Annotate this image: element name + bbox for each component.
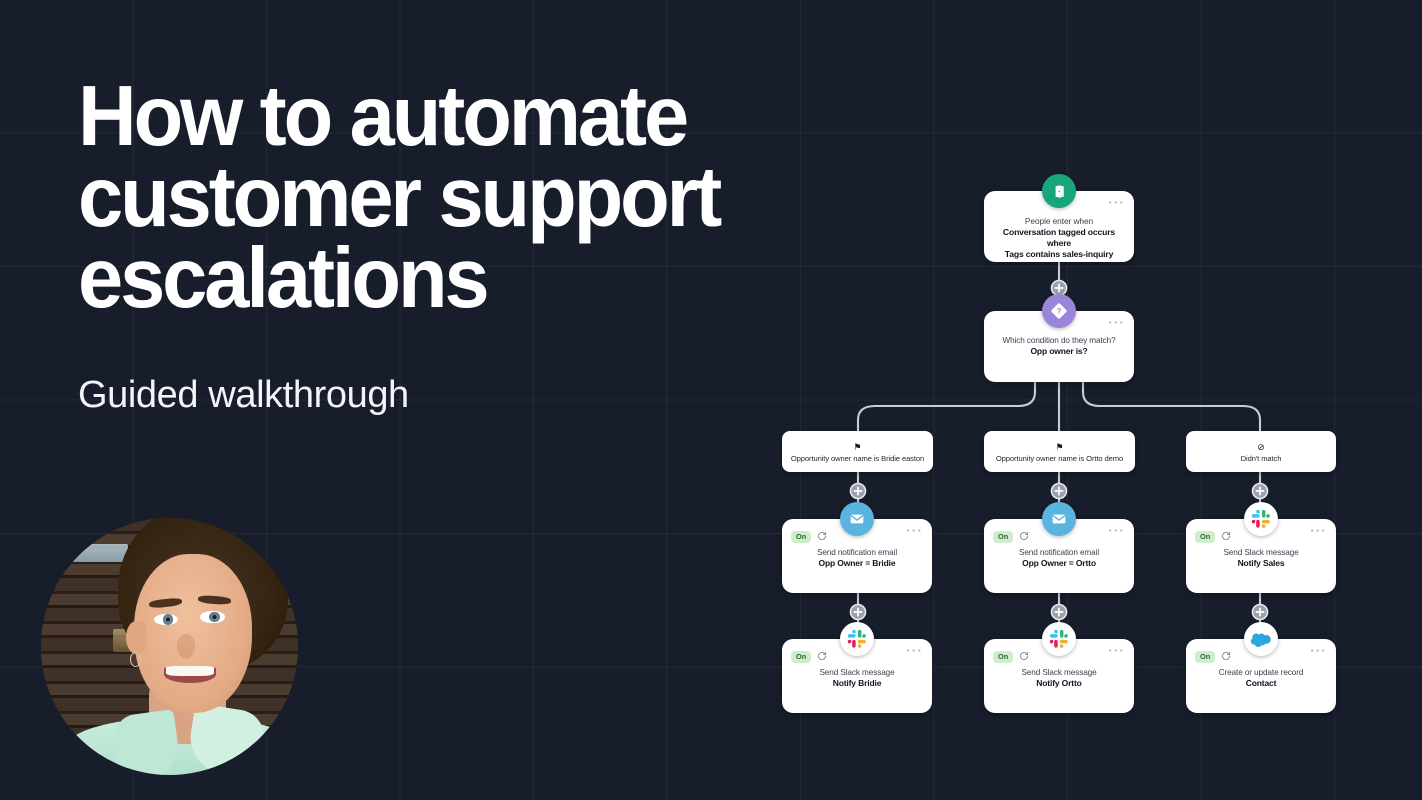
svg-text:?: ?	[1057, 307, 1062, 316]
node-menu-button[interactable]: ···	[1108, 315, 1125, 330]
branch-label-text: Didn't match	[1240, 453, 1282, 463]
node-status-row: On	[791, 528, 827, 546]
sync-icon	[1221, 528, 1231, 546]
photo-face	[133, 553, 252, 714]
photo-nose	[177, 633, 196, 660]
workflow-branch-label-no-match[interactable]: ⊘ Didn't match	[1186, 431, 1336, 472]
flag-icon: ⚑	[853, 441, 862, 452]
question-diamond-icon: ?	[1042, 294, 1076, 328]
workflow-branch-label[interactable]: ⚑ Opportunity owner name is Ortto demo	[984, 431, 1135, 472]
node-subtitle: Create or update record	[1218, 668, 1304, 677]
sync-icon	[1221, 648, 1231, 666]
sync-icon	[1019, 648, 1029, 666]
node-subtitle: Send notification email	[1018, 548, 1100, 557]
node-title: Notify Sales	[1237, 558, 1285, 568]
workflow-node-condition[interactable]: ? ··· Which condition do they match? Opp…	[984, 294, 1134, 382]
photo-eye-right	[200, 611, 225, 623]
status-badge: On	[791, 651, 812, 663]
node-menu-button[interactable]: ···	[906, 523, 923, 538]
status-badge: On	[993, 651, 1014, 663]
node-title: Conversation tagged occurs where Tags co…	[1002, 227, 1116, 259]
flag-icon: ⚑	[1055, 441, 1064, 452]
node-subtitle: Send notification email	[816, 548, 898, 557]
photo-background-highlight	[61, 543, 129, 562]
node-subtitle: Send Slack message	[1223, 548, 1299, 557]
photo-earring	[129, 651, 142, 668]
workflow-node-action-email-bridie[interactable]: On ··· Send notification email Opp Owner…	[782, 502, 932, 593]
slack-icon	[1244, 502, 1278, 536]
page-title: How to automate customer support escalat…	[78, 69, 722, 327]
photo-ear	[125, 620, 147, 655]
presenter-photo	[41, 518, 298, 775]
node-title: Opp owner is?	[1030, 346, 1088, 356]
workflow-node-trigger[interactable]: ··· People enter when Conversation tagge…	[984, 174, 1134, 262]
workflow-node-action-slack-sales[interactable]: On ··· Send Slack message Notify Sales	[1186, 502, 1336, 593]
node-title: Notify Ortto	[1036, 678, 1082, 688]
node-title: Contact	[1245, 678, 1277, 688]
salesforce-cloud-icon	[1244, 622, 1278, 656]
node-status-row: On	[993, 648, 1029, 666]
photo-mouth	[164, 665, 216, 683]
node-menu-button[interactable]: ···	[1108, 523, 1125, 538]
node-title: Notify Bridie	[832, 678, 882, 688]
no-match-icon: ⊘	[1257, 441, 1265, 452]
slack-icon	[1042, 622, 1076, 656]
workflow-node-action-slack-ortto[interactable]: On ··· Send Slack message Notify Ortto	[984, 622, 1134, 713]
sync-icon	[817, 528, 827, 546]
sync-icon	[817, 648, 827, 666]
status-badge: On	[791, 531, 812, 543]
workflow-node-action-email-ortto[interactable]: On ··· Send notification email Opp Owner…	[984, 502, 1134, 593]
workflow-branch-label[interactable]: ⚑ Opportunity owner name is Bridie easto…	[782, 431, 933, 472]
branch-label-text: Opportunity owner name is Bridie easton	[790, 453, 925, 463]
node-subtitle: Which condition do they match?	[1002, 336, 1116, 345]
node-status-row: On	[791, 648, 827, 666]
avatar	[41, 518, 298, 775]
status-badge: On	[1195, 531, 1216, 543]
node-subtitle: People enter when	[1024, 216, 1094, 226]
node-status-row: On	[1195, 528, 1231, 546]
node-menu-button[interactable]: ···	[1310, 523, 1327, 538]
node-title: Opp Owner = Bridie	[818, 558, 896, 568]
status-badge: On	[1195, 651, 1216, 663]
sync-icon	[1019, 528, 1029, 546]
branch-label-text: Opportunity owner name is Ortto demo	[995, 453, 1124, 463]
photo-eye-left	[154, 613, 179, 626]
email-icon	[840, 502, 874, 536]
node-menu-button[interactable]: ···	[906, 643, 923, 658]
node-subtitle: Send Slack message	[819, 668, 895, 677]
hero-block: How to automate customer support escalat…	[78, 69, 808, 327]
status-badge: On	[993, 531, 1014, 543]
node-menu-button[interactable]: ···	[1108, 195, 1125, 210]
node-subtitle: Send Slack message	[1021, 668, 1097, 677]
workflow-node-action-slack-bridie[interactable]: On ··· Send Slack message Notify Bridie	[782, 622, 932, 713]
node-title: Opp Owner = Ortto	[1022, 558, 1096, 568]
slack-icon	[840, 622, 874, 656]
hero-subtitle: Guided walkthrough	[78, 374, 409, 416]
node-status-row: On	[1195, 648, 1231, 666]
email-icon	[1042, 502, 1076, 536]
node-menu-button[interactable]: ···	[1108, 643, 1125, 658]
node-status-row: On	[993, 528, 1029, 546]
workflow-node-action-salesforce-contact[interactable]: On ··· Create or update record Contact	[1186, 622, 1336, 713]
node-menu-button[interactable]: ···	[1310, 643, 1327, 658]
door-enter-icon	[1042, 174, 1076, 208]
